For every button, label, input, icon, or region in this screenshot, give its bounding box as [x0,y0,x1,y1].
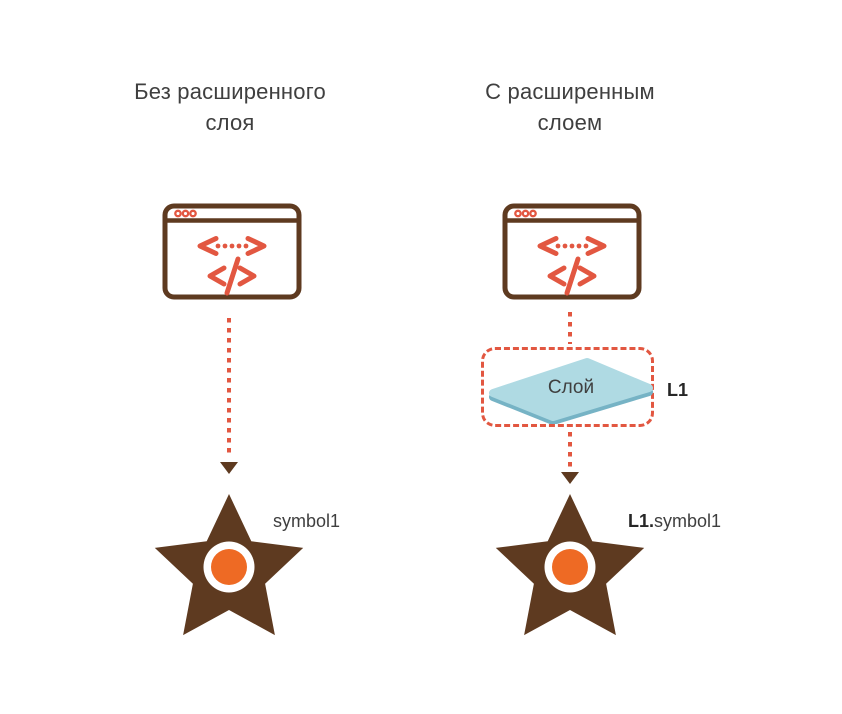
layer-tag-label: L1 [667,380,689,400]
browser-window-icon [162,203,302,300]
right-title-line2: слоем [537,110,603,135]
left-title-line1: Без расширенного [134,79,326,104]
left-symbol-label: symbol1 [273,511,341,531]
right-symbol-label: L1.symbol1 [628,511,721,532]
star-center-dot [211,549,247,585]
arrowhead-icon [561,472,579,484]
left-title: Без расширенного слоя [55,76,405,138]
star-symbol-icon [495,494,645,636]
right-symbol-label-prefix: L1. [628,511,655,531]
code-icon [197,236,267,296]
right-title-line1: С расширенным [485,79,655,104]
browser-frame [162,203,302,300]
flow-arrow-right [561,432,579,484]
right-title: С расширенным слоем [395,76,745,138]
browser-window-icon [502,203,642,300]
star-center-dot [552,549,588,585]
browser-dots-icon [174,209,197,218]
flow-connector-top [568,312,572,344]
left-title-line2: слоя [205,110,255,135]
layer-name-label: Слой [547,377,595,398]
browser-dots-icon [514,209,537,218]
star-symbol-icon [154,494,304,636]
layer-shape-top [489,358,653,421]
arrowhead-icon [220,462,238,474]
browser-frame [502,203,642,300]
code-icon [537,236,607,296]
flow-arrow-left [220,318,238,474]
layer-shape-icon [489,358,653,424]
right-symbol-label-suffix: symbol1 [654,511,722,531]
